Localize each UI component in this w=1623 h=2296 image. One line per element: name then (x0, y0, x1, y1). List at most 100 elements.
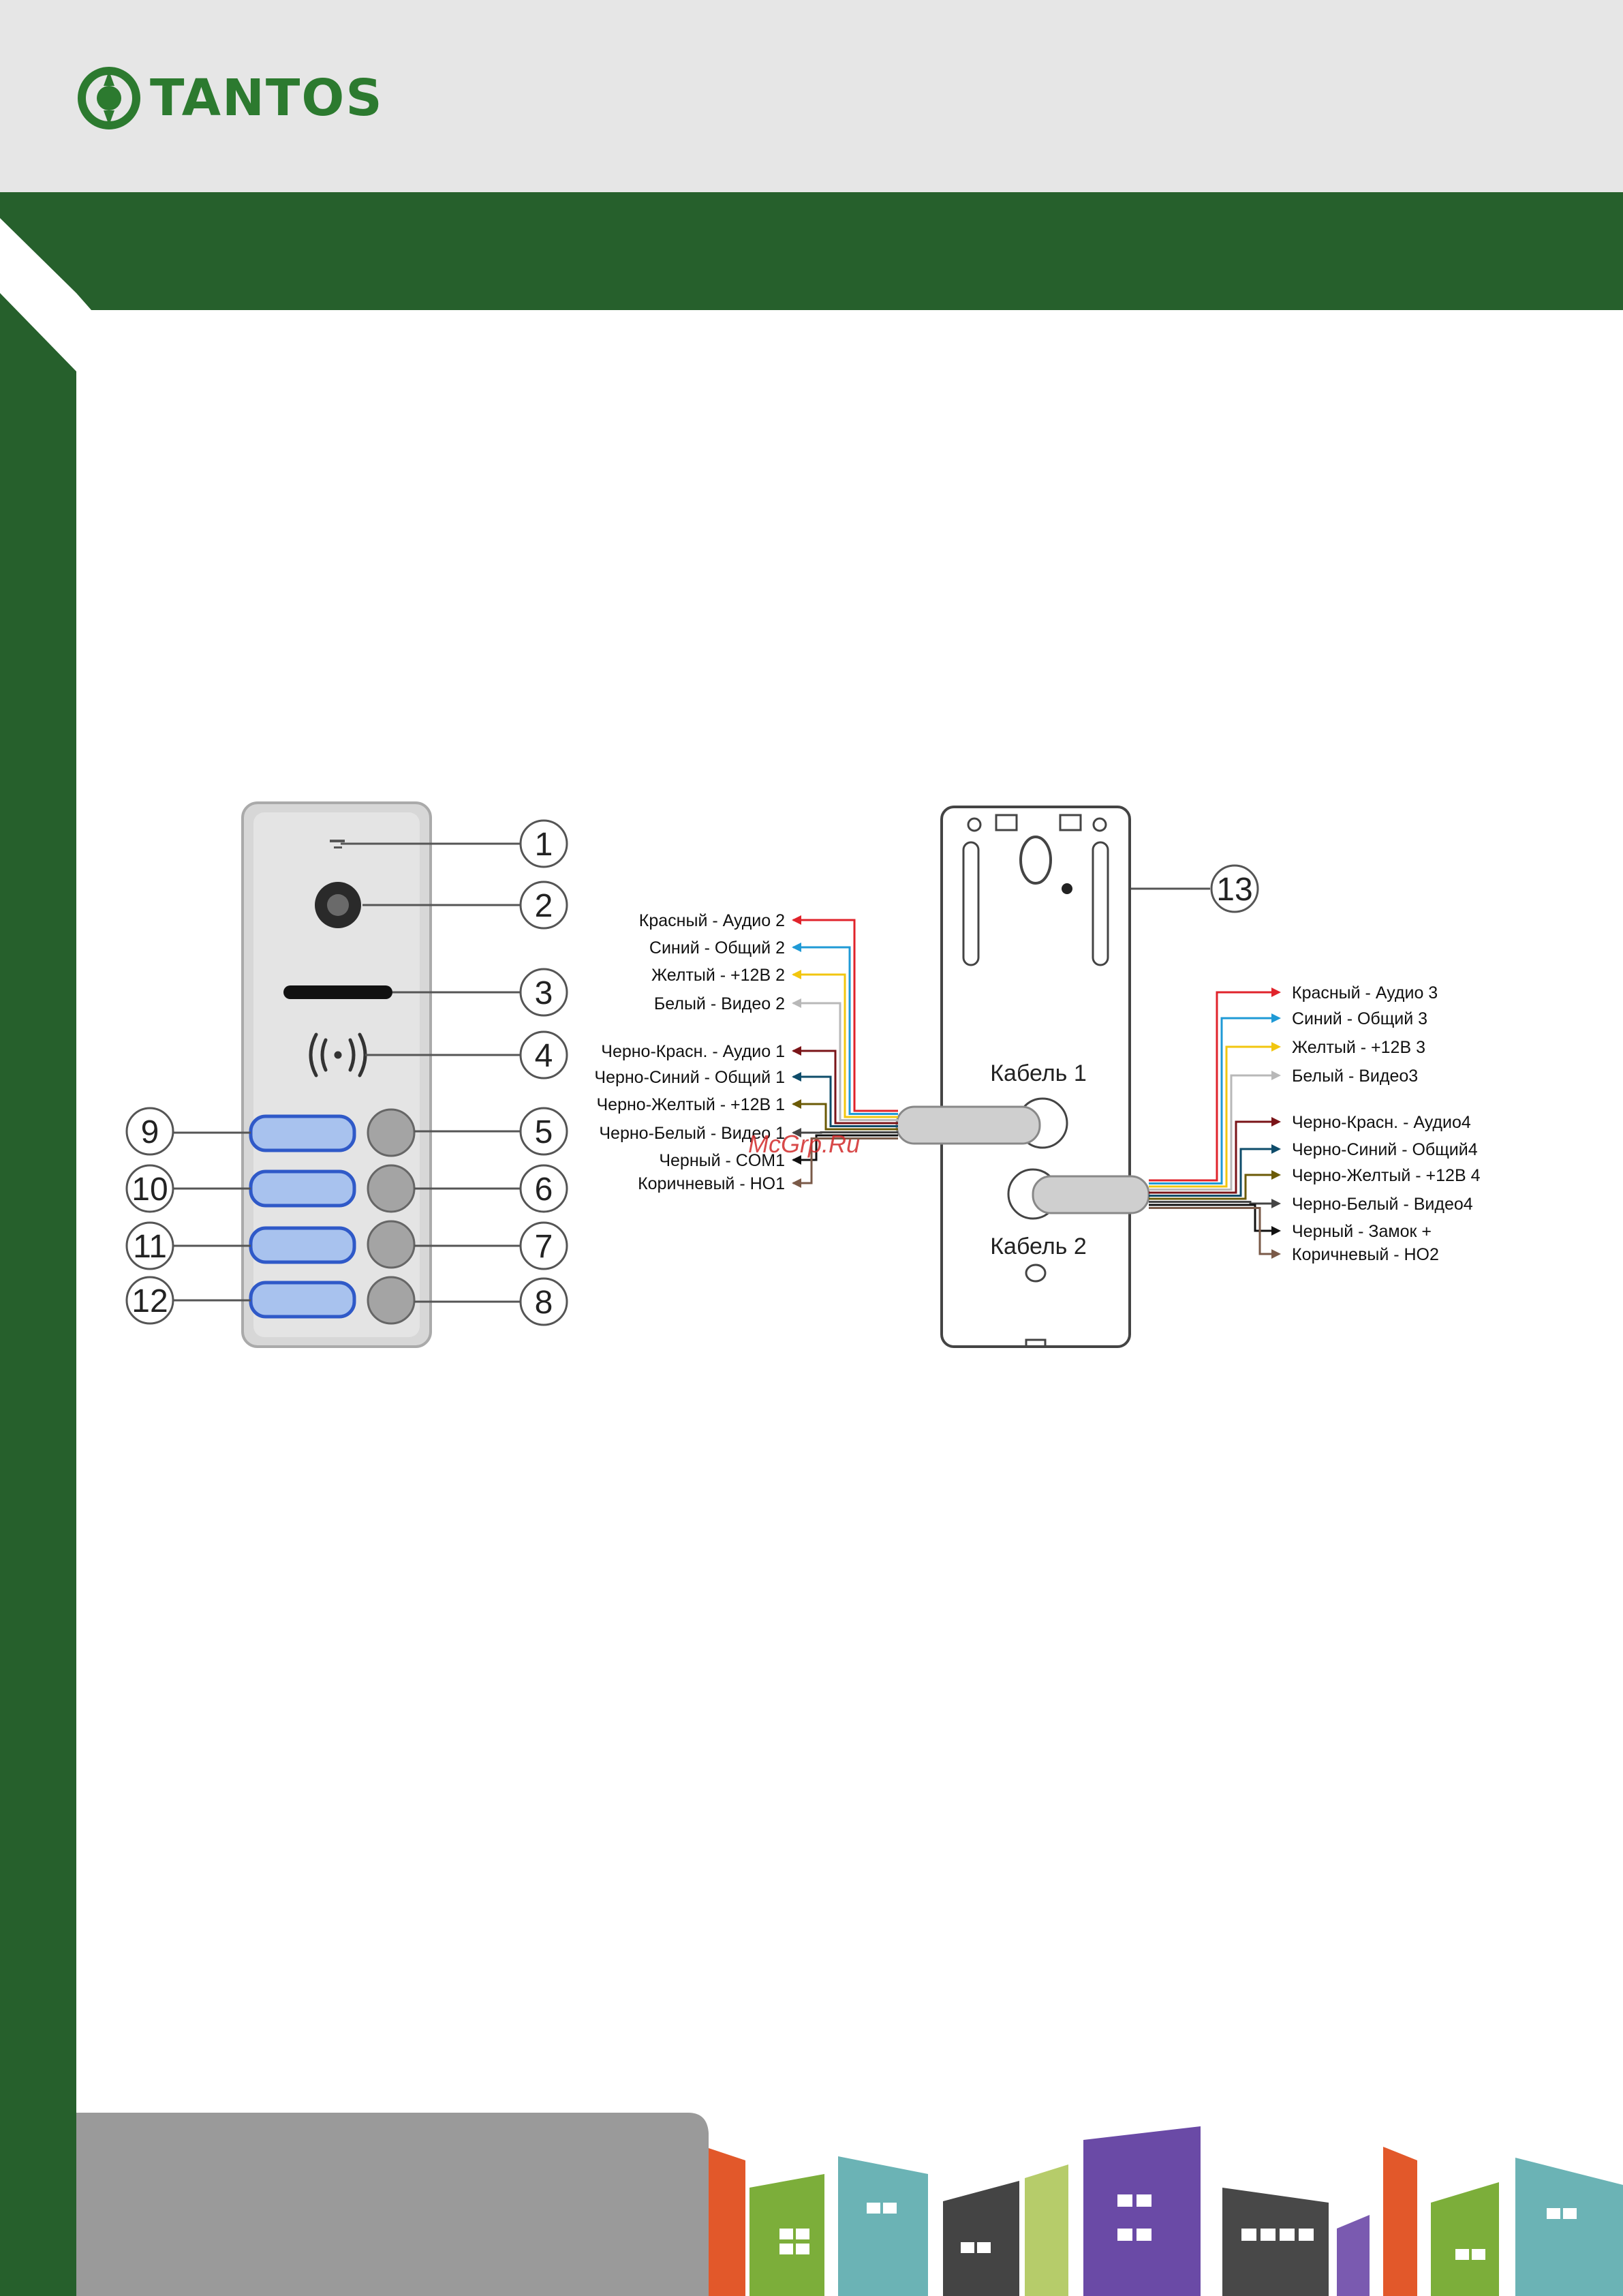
wire-cable1-7 (1149, 1174, 1278, 1200)
wire-cable2-4 (793, 1002, 898, 1121)
callout-circles (125, 819, 1259, 1326)
call-button-3 (367, 1220, 416, 1269)
footer-gray-block (76, 2113, 709, 2296)
arrow-icon (1271, 1199, 1281, 1208)
microphone-icon (330, 840, 345, 842)
wire-cable1-2 (1149, 1017, 1278, 1184)
cable-1-label: Кабель 1 (990, 1060, 1087, 1086)
brand-logo: TANTOS (76, 65, 403, 131)
wire-label-cable1-8: Черно-Белый - Видео4 (1292, 1195, 1473, 1214)
wire-label-cable2-9: Черный - COM1 (659, 1151, 785, 1170)
wire-cable1-10 (1149, 1207, 1278, 1255)
wire-cable2-2 (793, 946, 898, 1115)
wire-label-cable2-6: Черно-Синий - Общий 1 (594, 1068, 785, 1087)
left-wire-fan (792, 915, 898, 1188)
callout-11: 11 (133, 1229, 167, 1265)
wire-cable1-5 (1149, 1120, 1278, 1194)
arrow-icon (1271, 1071, 1281, 1080)
arrow-icon (1271, 1042, 1281, 1052)
left-green-band (0, 293, 76, 2296)
name-plate-1 (249, 1114, 356, 1152)
arrow-icon (792, 998, 801, 1008)
wire-label-cable2-3: Желтый - +12В 2 (651, 966, 785, 985)
arrow-icon (1271, 1013, 1281, 1023)
wire-label-cable1-9: Черный - Замок + (1292, 1222, 1432, 1241)
callout-12: 12 (132, 1283, 168, 1319)
call-button-1 (367, 1108, 416, 1157)
wire-label-cable2-5: Черно-Красн. - Аудио 1 (601, 1042, 785, 1061)
footer-buildings (709, 2126, 1623, 2296)
arrow-icon (792, 915, 801, 925)
cable-2-label: Кабель 2 (990, 1234, 1087, 1259)
wire-cable2-5 (793, 1050, 898, 1124)
wire-label-cable1-1: Красный - Аудио 3 (1292, 983, 1438, 1002)
watermark: McGrp.Ru (748, 1130, 861, 1158)
arrow-icon (1271, 1249, 1281, 1259)
wire-label-cable1-4: Белый - Видео3 (1292, 1067, 1418, 1086)
wire-label-cable2-4: Белый - Видео 2 (654, 994, 785, 1013)
wire-cable2-3 (793, 973, 898, 1118)
wire-label-cable1-7: Черно-Желтый - +12В 4 (1292, 1166, 1481, 1185)
wire-cable1-8 (1149, 1201, 1278, 1205)
wire-label-cable1-5: Черно-Красн. - Аудио4 (1292, 1113, 1471, 1132)
wire-label-cable1-10: Коричневый - НО2 (1292, 1245, 1439, 1264)
callout-13: 13 (1216, 872, 1252, 908)
wire-cable2-10 (793, 1137, 898, 1184)
wire-cable2-6 (793, 1075, 898, 1127)
mount-hole-icon (1019, 836, 1052, 885)
wire-cable1-3 (1149, 1045, 1278, 1188)
wire-label-cable2-2: Синий - Общий 2 (649, 938, 785, 958)
wire-label-cable1-6: Черно-Синий - Общий4 (1292, 1140, 1478, 1159)
arrow-icon (1271, 988, 1281, 997)
arrow-icon (792, 1099, 801, 1109)
speaker-grille (283, 985, 392, 999)
rfid-icon (309, 1032, 367, 1077)
call-button-2 (367, 1164, 416, 1213)
wire-cable1-1 (1149, 991, 1278, 1182)
wire-cable1-6 (1149, 1148, 1278, 1197)
wire-label-cable1-3: Желтый - +12В 3 (1292, 1038, 1425, 1057)
callout-3: 3 (535, 975, 553, 1011)
wire-label-cable2-7: Черно-Желтый - +12В 1 (597, 1095, 785, 1114)
wire-label-cable1-2: Синий - Общий 3 (1292, 1009, 1427, 1028)
arrow-icon (1271, 1117, 1281, 1127)
callout-4: 4 (535, 1038, 553, 1074)
arrow-icon (792, 1072, 801, 1082)
arrow-icon (792, 1178, 801, 1188)
arrow-icon (1271, 1144, 1281, 1154)
right-wire-fan (1149, 988, 1281, 1259)
arrow-icon (792, 1128, 801, 1137)
wire-cable1-9 (1149, 1204, 1278, 1232)
callout-10: 10 (132, 1172, 168, 1208)
wire-label-cable2-8: Черно-Белый - Видео 1 (599, 1124, 785, 1143)
arrow-icon (1271, 1170, 1281, 1180)
name-plate-2 (249, 1169, 356, 1208)
tantos-logo-icon (78, 67, 140, 129)
callout-5: 5 (535, 1114, 553, 1150)
front-panel (241, 801, 432, 1348)
wire-cable2-7 (793, 1103, 898, 1131)
top-green-band (0, 192, 1623, 310)
wire-cable2-1 (793, 919, 898, 1112)
callout-8: 8 (535, 1285, 553, 1321)
callout-6: 6 (535, 1172, 553, 1208)
name-plate-4 (249, 1281, 356, 1319)
arrow-icon (792, 943, 801, 952)
arrow-icon (792, 970, 801, 979)
wire-label-cable2-10: Коричневый - НО1 (638, 1174, 785, 1193)
callout-1: 1 (535, 827, 553, 863)
page-header: TANTOS (0, 0, 1623, 192)
name-plate-3 (249, 1226, 356, 1264)
wire-label-cable2-1: Красный - Аудио 2 (639, 911, 785, 930)
wire-cable1-4 (1149, 1074, 1278, 1191)
brand-name: TANTOS (150, 69, 384, 127)
arrow-icon (1271, 1226, 1281, 1236)
wire-cable2-9 (793, 1134, 898, 1161)
arrow-icon (792, 1046, 801, 1056)
callout-leaders (173, 842, 1210, 1303)
footer-decoration (76, 2113, 1623, 2296)
callout-9: 9 (141, 1114, 159, 1150)
callout-7: 7 (535, 1229, 553, 1265)
cable-1-body (895, 1105, 1041, 1145)
